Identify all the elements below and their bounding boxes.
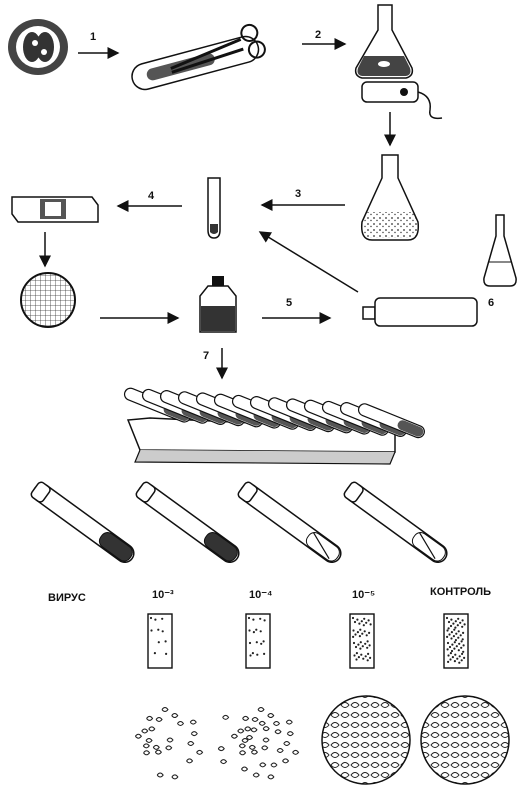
step-number-1: 1 — [90, 31, 97, 43]
label-virus: ВИРУС — [48, 592, 86, 604]
arrow-bottle-to-tube — [258, 231, 359, 293]
label-control: КОНТРОЛЬ — [430, 586, 492, 598]
step-number-2: 2 — [315, 29, 322, 41]
step-number-4: 4 — [148, 190, 155, 202]
coverslips — [147, 613, 469, 669]
small-flask — [483, 214, 517, 287]
counting-chamber-slide — [11, 196, 99, 223]
growth-medium-bottle — [199, 276, 237, 333]
inoculated-tube — [30, 481, 135, 563]
step-number-3: 3 — [295, 188, 302, 200]
tube-rack — [123, 387, 425, 465]
label-dilution-2: 10⁻⁴ — [249, 589, 273, 601]
inoculated-tube — [135, 481, 240, 563]
microscopy-field — [217, 707, 300, 780]
microscopy-field — [321, 695, 411, 785]
coverslip — [349, 613, 375, 669]
step-number-7: 7 — [203, 350, 210, 362]
mincing-dish-with-scissors — [131, 23, 266, 91]
step-number-5: 5 — [286, 297, 293, 309]
inoculated-tube — [237, 481, 342, 563]
coverslip — [147, 613, 173, 669]
embryo-tissue — [8, 19, 68, 75]
coverslip — [245, 613, 271, 669]
inoculated-tubes — [30, 481, 448, 563]
label-dilution-1: 10⁻³ — [152, 589, 174, 601]
microscopy-views — [134, 695, 510, 785]
counting-grid-view — [20, 272, 76, 328]
centrifuge-tube — [207, 177, 221, 239]
inoculated-tube — [343, 481, 448, 563]
rack-tube — [357, 403, 425, 439]
trypsinization-flask-stirrer — [354, 4, 443, 120]
step-number-6: 6 — [488, 297, 495, 309]
label-dilution-3: 10⁻⁵ — [352, 589, 376, 601]
microscopy-field — [420, 695, 510, 785]
coverslip — [443, 613, 469, 669]
culture-bottle-horizontal — [362, 297, 478, 327]
cell-suspension-flask — [360, 154, 420, 241]
microscopy-field — [134, 707, 204, 780]
